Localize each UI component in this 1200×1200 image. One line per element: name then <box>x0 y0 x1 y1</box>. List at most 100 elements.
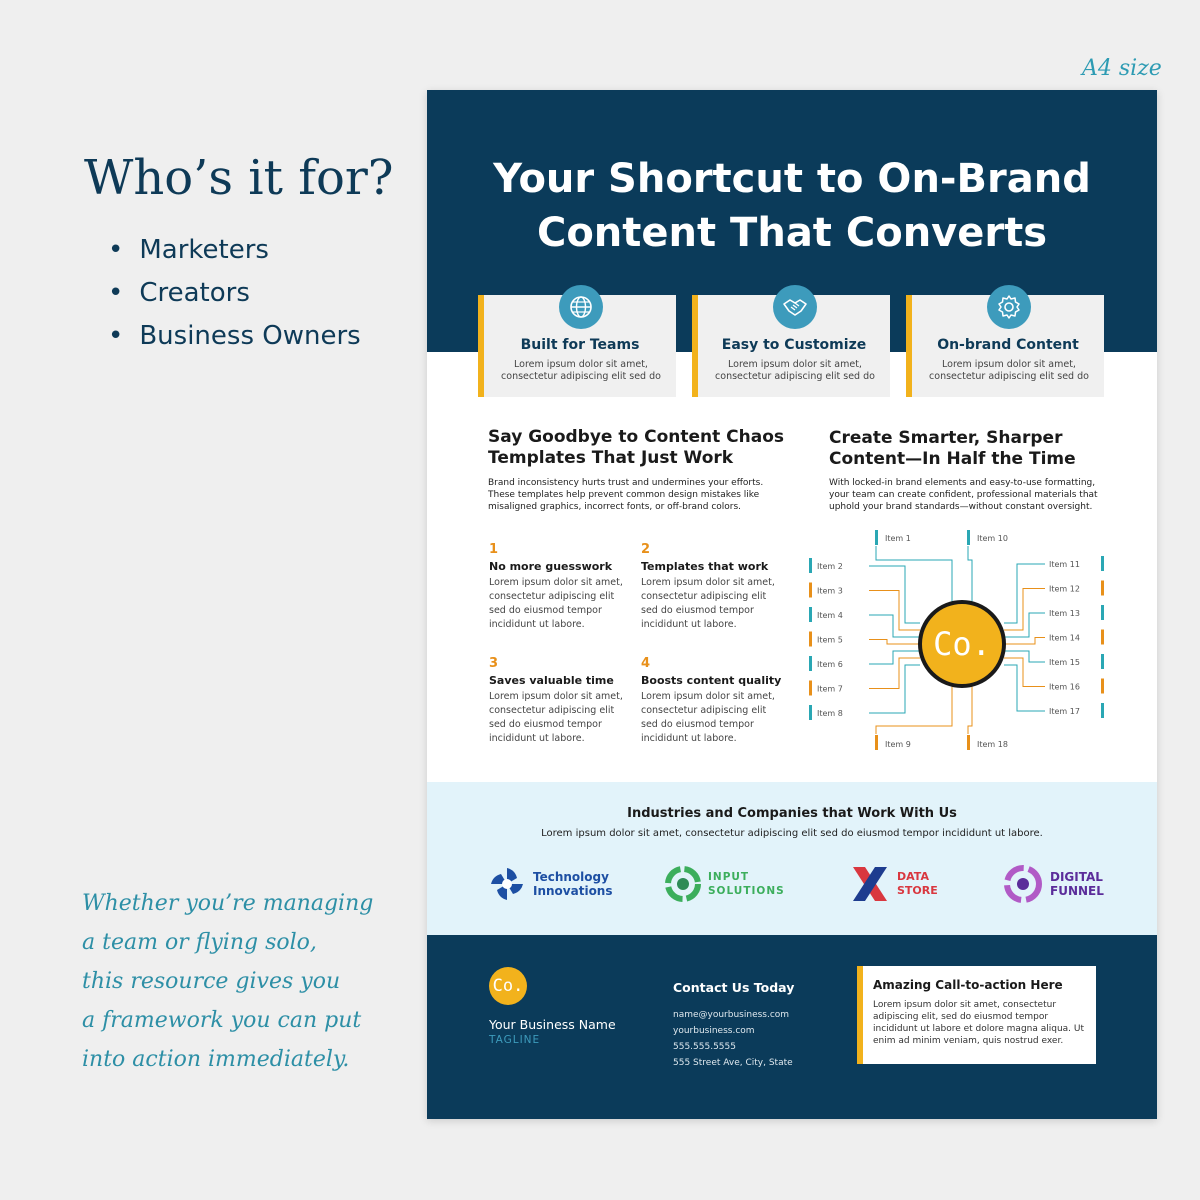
left-section-heading: Say Goodbye to Content Chaos Templates T… <box>488 427 784 469</box>
card-text: Lorem ipsum dolor sit amet, consectetur … <box>715 359 875 382</box>
item-label: Item 10 <box>977 534 1008 543</box>
logo-name: Technology Innovations <box>533 870 613 898</box>
item-label: Item 2 <box>817 562 843 571</box>
feature-text: Lorem ipsum dolor sit amet, consectetur … <box>641 691 775 744</box>
item-label: Item 7 <box>817 685 843 694</box>
item-label: Item 3 <box>817 587 843 596</box>
logo-line: SOLUTIONS <box>708 885 785 897</box>
item-label: Item 15 <box>1049 658 1080 667</box>
business-logo: Co. <box>489 967 527 1005</box>
right-section-body: With locked-in brand elements and easy-t… <box>829 478 1098 512</box>
contact-title: Contact Us Today <box>673 980 795 995</box>
center-hub <box>918 600 1006 688</box>
connector-line <box>1004 650 1045 663</box>
headline-line: Your Shortcut to On-Brand <box>493 156 1091 202</box>
size-label: A4 size <box>1082 56 1162 81</box>
connector-line <box>869 650 920 665</box>
contact-phone[interactable]: 555.555.5555 <box>673 1042 736 1052</box>
feature-text: Lorem ipsum dolor sit amet, consectetur … <box>489 577 623 630</box>
logo-name: DATA STORE <box>897 870 938 898</box>
item-marker <box>809 631 812 647</box>
item-label: Item 6 <box>817 660 843 669</box>
logo-line: FUNNEL <box>1050 884 1104 898</box>
audience-item: Marketers <box>108 228 361 271</box>
feature-number: 3 <box>489 656 499 671</box>
item-marker <box>809 607 812 622</box>
card-title: Built for Teams <box>520 337 640 353</box>
item-marker <box>1101 629 1104 645</box>
logo-input-solutions: INPUT SOLUTIONS <box>664 862 785 906</box>
card-title: Easy to Customize <box>721 337 867 353</box>
connector-line <box>869 590 920 631</box>
heading-line: Say Goodbye to Content Chaos <box>488 427 785 447</box>
item-marker <box>1101 703 1104 718</box>
logo-name: DIGITAL FUNNEL <box>1050 870 1104 898</box>
heading-line: Create Smarter, Sharper <box>829 428 1063 448</box>
item-label: Item 1 <box>885 534 911 543</box>
item-marker <box>1101 654 1104 669</box>
item-marker <box>809 582 812 598</box>
item-label: Item 18 <box>977 740 1008 749</box>
logo-line: STORE <box>897 884 938 897</box>
item-marker <box>1101 678 1104 694</box>
funnel-logo-icon <box>1004 865 1042 903</box>
flyer-footer: Co. Your Business Name TAGLINE Contact U… <box>427 935 1157 1119</box>
feature-card-teams: Built for Teams Lorem ipsum dolor sit am… <box>478 285 676 397</box>
business-tagline: TAGLINE <box>489 1034 541 1046</box>
logo-line: INPUT <box>708 871 750 883</box>
connector-line <box>869 614 920 638</box>
swirl-logo-icon <box>665 866 701 902</box>
connector-line <box>869 657 920 689</box>
connector-line <box>1004 588 1045 631</box>
item-marker <box>1101 556 1104 571</box>
item-label: Item 14 <box>1049 634 1080 643</box>
cta-text: Lorem ipsum dolor sit amet, consectetur … <box>873 1000 1085 1046</box>
contact-email[interactable]: name@yourbusiness.com <box>673 1010 790 1020</box>
heading-line: Content—In Half the Time <box>829 449 1076 469</box>
feature-text: Lorem ipsum dolor sit amet, consectetur … <box>641 577 775 630</box>
quote-line: this resource gives you <box>82 969 341 994</box>
quote-line: a team or flying solo, <box>82 930 317 955</box>
card-text: Lorem ipsum dolor sit amet, consectetur … <box>929 359 1089 382</box>
item-label: Item 4 <box>817 611 843 620</box>
item-marker <box>875 530 878 545</box>
contact-website[interactable]: yourbusiness.com <box>673 1026 755 1036</box>
item-label: Item 12 <box>1049 585 1080 594</box>
connector-line <box>1004 637 1045 645</box>
item-marker <box>809 680 812 696</box>
feature-item: 2 Templates that work Lorem ipsum dolor … <box>641 542 786 632</box>
cta-title: Amazing Call-to-action Here <box>873 978 1063 992</box>
item-marker <box>967 735 970 750</box>
feature-title: Templates that work <box>641 560 769 573</box>
item-marker <box>1101 580 1104 596</box>
logo-line: DATA <box>897 870 929 883</box>
item-marker <box>875 735 878 750</box>
contact-address: 555 Street Ave, City, State <box>673 1058 793 1068</box>
card-title: On-brand Content <box>937 337 1079 353</box>
logo-name: INPUT SOLUTIONS <box>708 870 785 898</box>
connector-line <box>967 686 973 734</box>
connector-line <box>1004 612 1045 638</box>
item-marker <box>1101 605 1104 620</box>
feature-number: 2 <box>641 542 651 557</box>
logo-technology-innovations: Technology Innovations <box>487 862 613 906</box>
feature-title: No more guesswork <box>489 560 613 573</box>
audience-item: Business Owners <box>108 314 360 357</box>
audience-title: Who’s it for? <box>84 150 394 206</box>
feature-item: 4 Boosts content quality Lorem ipsum dol… <box>641 656 786 746</box>
logo-line: DIGITAL <box>1050 870 1103 884</box>
connector-line <box>869 565 920 624</box>
industries-text: Lorem ipsum dolor sit amet, consectetur … <box>541 828 1043 839</box>
feature-card-customize: Easy to Customize Lorem ipsum dolor sit … <box>692 285 890 397</box>
connector-line <box>875 546 953 602</box>
item-label: Item 16 <box>1049 683 1080 692</box>
industries-band: Industries and Companies that Work With … <box>427 782 1157 935</box>
left-section-body: Brand inconsistency hurts trust and unde… <box>488 478 764 512</box>
feature-title: Saves valuable time <box>489 674 614 687</box>
feature-number: 1 <box>489 542 499 557</box>
item-label: Item 17 <box>1049 707 1080 716</box>
audience-item: Creators <box>108 271 361 314</box>
call-to-action-box[interactable]: Amazing Call-to-action Here Lorem ipsum … <box>857 966 1096 1064</box>
feature-title: Boosts content quality <box>641 674 782 687</box>
